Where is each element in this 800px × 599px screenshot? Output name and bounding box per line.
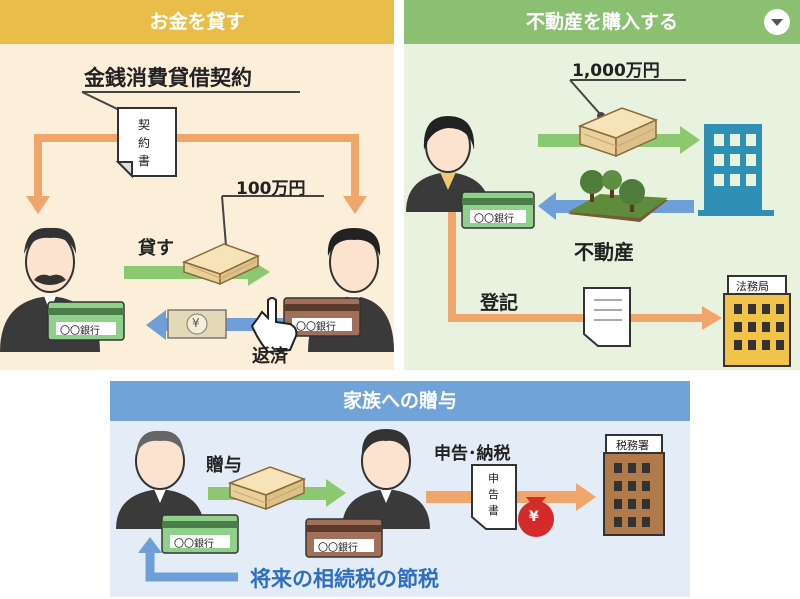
legal-affairs-office-icon xyxy=(723,275,791,367)
gift-panel: 家族への贈与 xyxy=(110,381,690,597)
property-label: 不動産 xyxy=(574,240,634,264)
giver-bank-card-label: 〇〇銀行 xyxy=(174,539,214,550)
lender-bank-card-icon xyxy=(47,301,125,341)
lend-label: 貸す xyxy=(138,238,174,259)
building-icon xyxy=(698,124,774,216)
lend-amount-label: 100万円 xyxy=(236,179,306,199)
purchase-amount-label: 1,000万円 xyxy=(572,61,660,81)
cash-bundle-icon xyxy=(181,243,260,286)
lend-diagram xyxy=(0,91,394,354)
contract-arrow-right-head xyxy=(343,196,367,214)
giver-bank-card-icon xyxy=(161,514,239,554)
repay-label: 返済 xyxy=(252,346,288,367)
buyer-bank-card-label: 〇〇銀行 xyxy=(474,214,514,225)
chevron-down-icon xyxy=(771,19,783,26)
contract-document-label: 契約書 xyxy=(138,118,151,168)
giver-person-icon xyxy=(116,430,204,529)
receiver-person-icon xyxy=(342,429,430,529)
buyer-bank-card-icon xyxy=(461,191,535,229)
gift-label: 贈与 xyxy=(206,455,242,476)
yen-bill-icon xyxy=(167,309,227,339)
legal-affairs-office-sign: 法務局 xyxy=(736,280,769,293)
money-bag-icon xyxy=(518,497,554,537)
tax-office-icon xyxy=(603,434,665,536)
cash-bundle-icon xyxy=(577,107,659,158)
tax-office-sign: 税務署 xyxy=(616,439,649,452)
registration-label: 登記 xyxy=(480,292,519,314)
hand-pointer-icon xyxy=(250,297,298,354)
contract-arrow-right xyxy=(176,134,359,198)
tax-savings-label: 将来の相続税の節税 xyxy=(250,567,439,591)
dropdown-toggle-button[interactable] xyxy=(764,9,790,35)
purchase-panel: 不動産を購入する xyxy=(404,0,800,370)
cash-bundle-icon xyxy=(227,466,307,511)
borrower-bank-card-icon xyxy=(283,297,361,337)
registration-document-icon xyxy=(583,287,631,347)
gift-diagram xyxy=(116,429,665,582)
contract-title: 金銭消費貸借契約 xyxy=(84,66,252,90)
borrower-bank-card-label: 〇〇銀行 xyxy=(296,322,336,333)
tax-return-document-icon xyxy=(471,464,517,530)
lender-bank-card-label: 〇〇銀行 xyxy=(60,326,100,337)
yen-symbol: ¥ xyxy=(192,316,200,330)
contract-arrow-left-head xyxy=(26,196,50,214)
amount-pointer-line xyxy=(221,195,227,247)
purchase-panel-title: 不動産を購入する xyxy=(404,0,800,44)
filing-label: 申告･納税 xyxy=(434,444,511,464)
lend-panel: お金を貸す xyxy=(0,0,394,370)
receiver-bank-card-label: 〇〇銀行 xyxy=(318,543,358,554)
contract-arrow-left xyxy=(34,134,120,198)
lend-panel-title: お金を貸す xyxy=(0,0,394,44)
tax-return-document-label: 申告書 xyxy=(488,472,499,517)
contract-document-icon xyxy=(117,107,177,177)
tax-savings-arrow xyxy=(145,551,238,582)
land-trees-icon xyxy=(568,170,668,222)
money-bag-yen: ¥ xyxy=(529,509,539,525)
gift-panel-title: 家族への贈与 xyxy=(110,381,690,421)
receiver-bank-card-icon xyxy=(305,518,383,558)
purchase-diagram xyxy=(406,79,791,367)
